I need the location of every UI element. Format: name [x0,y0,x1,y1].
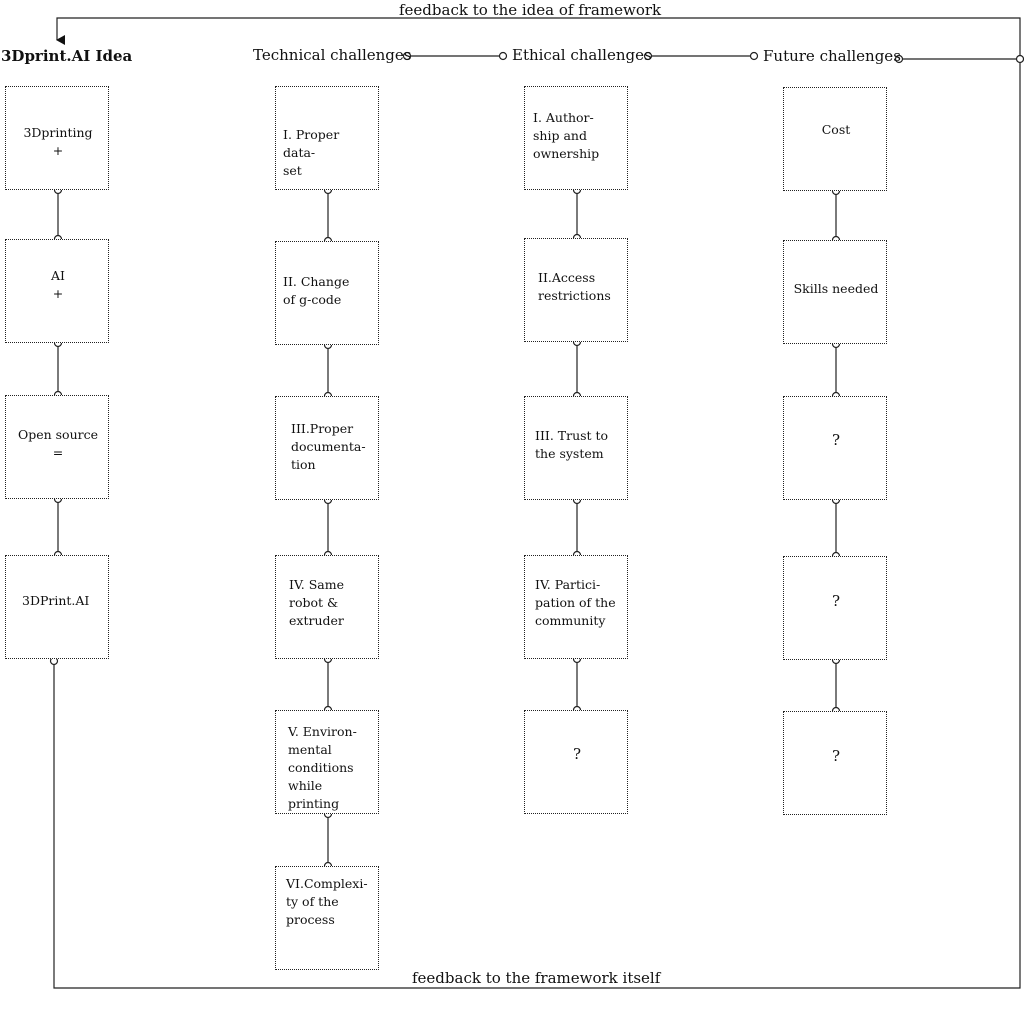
ethical-box-label: IV. Partici- pation of the community [535,577,616,628]
feedback-loop-bottom-line [53,62,1021,989]
future-box: ? [783,396,887,500]
idea-box: Open source = [5,395,109,499]
connector-node [402,51,412,61]
technical-box-label: IV. Same robot & extruder [289,577,344,628]
header-technical: Technical challenges [253,46,412,64]
feedback-top-label: feedback to the idea of framework [399,1,662,19]
idea-box-label: Open source = [17,427,99,460]
idea-box: AI + [5,239,109,343]
ethical-box: I. Author- ship and ownership [524,86,628,190]
technical-box-label: III.Proper documenta- tion [291,421,366,472]
ethical-box-label: III. Trust to the system [535,428,609,461]
idea-box: 3Dprinting + [5,86,109,190]
connector-node [498,51,508,61]
idea-box-label: 3Dprinting + [23,125,93,158]
future-box-label: Cost [821,122,851,137]
technical-box: III.Proper documenta- tion [275,396,379,500]
ethical-box: ? [524,710,628,814]
ethical-box-label: II.Access restrictions [538,270,611,303]
header-ethical: Ethical challenges [512,46,652,64]
technical-box: V. Environ- mental conditions while prin… [275,710,379,814]
technical-box: VI.Complexi- ty of the process [275,866,379,970]
technical-box: II. Change of g-code [275,241,379,345]
technical-box: I. Proper data- set [275,86,379,190]
future-box-label: ? [831,747,841,765]
connector-node [1015,54,1024,64]
technical-box-label: V. Environ- mental conditions while prin… [288,724,357,811]
future-box: Skills needed [783,240,887,344]
technical-box-label: VI.Complexi- ty of the process [286,876,368,927]
technical-box-label: I. Proper data- set [283,127,340,178]
header-future: Future challenges [763,47,901,65]
idea-box-label: 3DPrint.AI [22,593,90,608]
ethical-box: II.Access restrictions [524,238,628,342]
future-box: ? [783,556,887,660]
future-box-label: ? [831,431,841,449]
technical-box: IV. Same robot & extruder [275,555,379,659]
ethical-box-label: ? [572,745,582,763]
connector-node [643,51,653,61]
connector-node [749,51,759,61]
idea-box-label: AI + [51,268,65,301]
future-box: ? [783,711,887,815]
header-idea: 3Dprint.AI Idea [1,47,133,65]
feedback-loop-top-line [56,17,1021,58]
ethical-box: III. Trust to the system [524,396,628,500]
future-box: Cost [783,87,887,191]
idea-box: 3DPrint.AI [5,555,109,659]
ethical-box: IV. Partici- pation of the community [524,555,628,659]
technical-box-label: II. Change of g-code [283,274,350,307]
feedback-bottom-label: feedback to the framework itself [412,969,661,987]
future-box-label: Skills needed [793,281,879,296]
future-box-label: ? [831,592,841,610]
connector-node [894,54,904,64]
ethical-box-label: I. Author- ship and ownership [533,110,600,161]
